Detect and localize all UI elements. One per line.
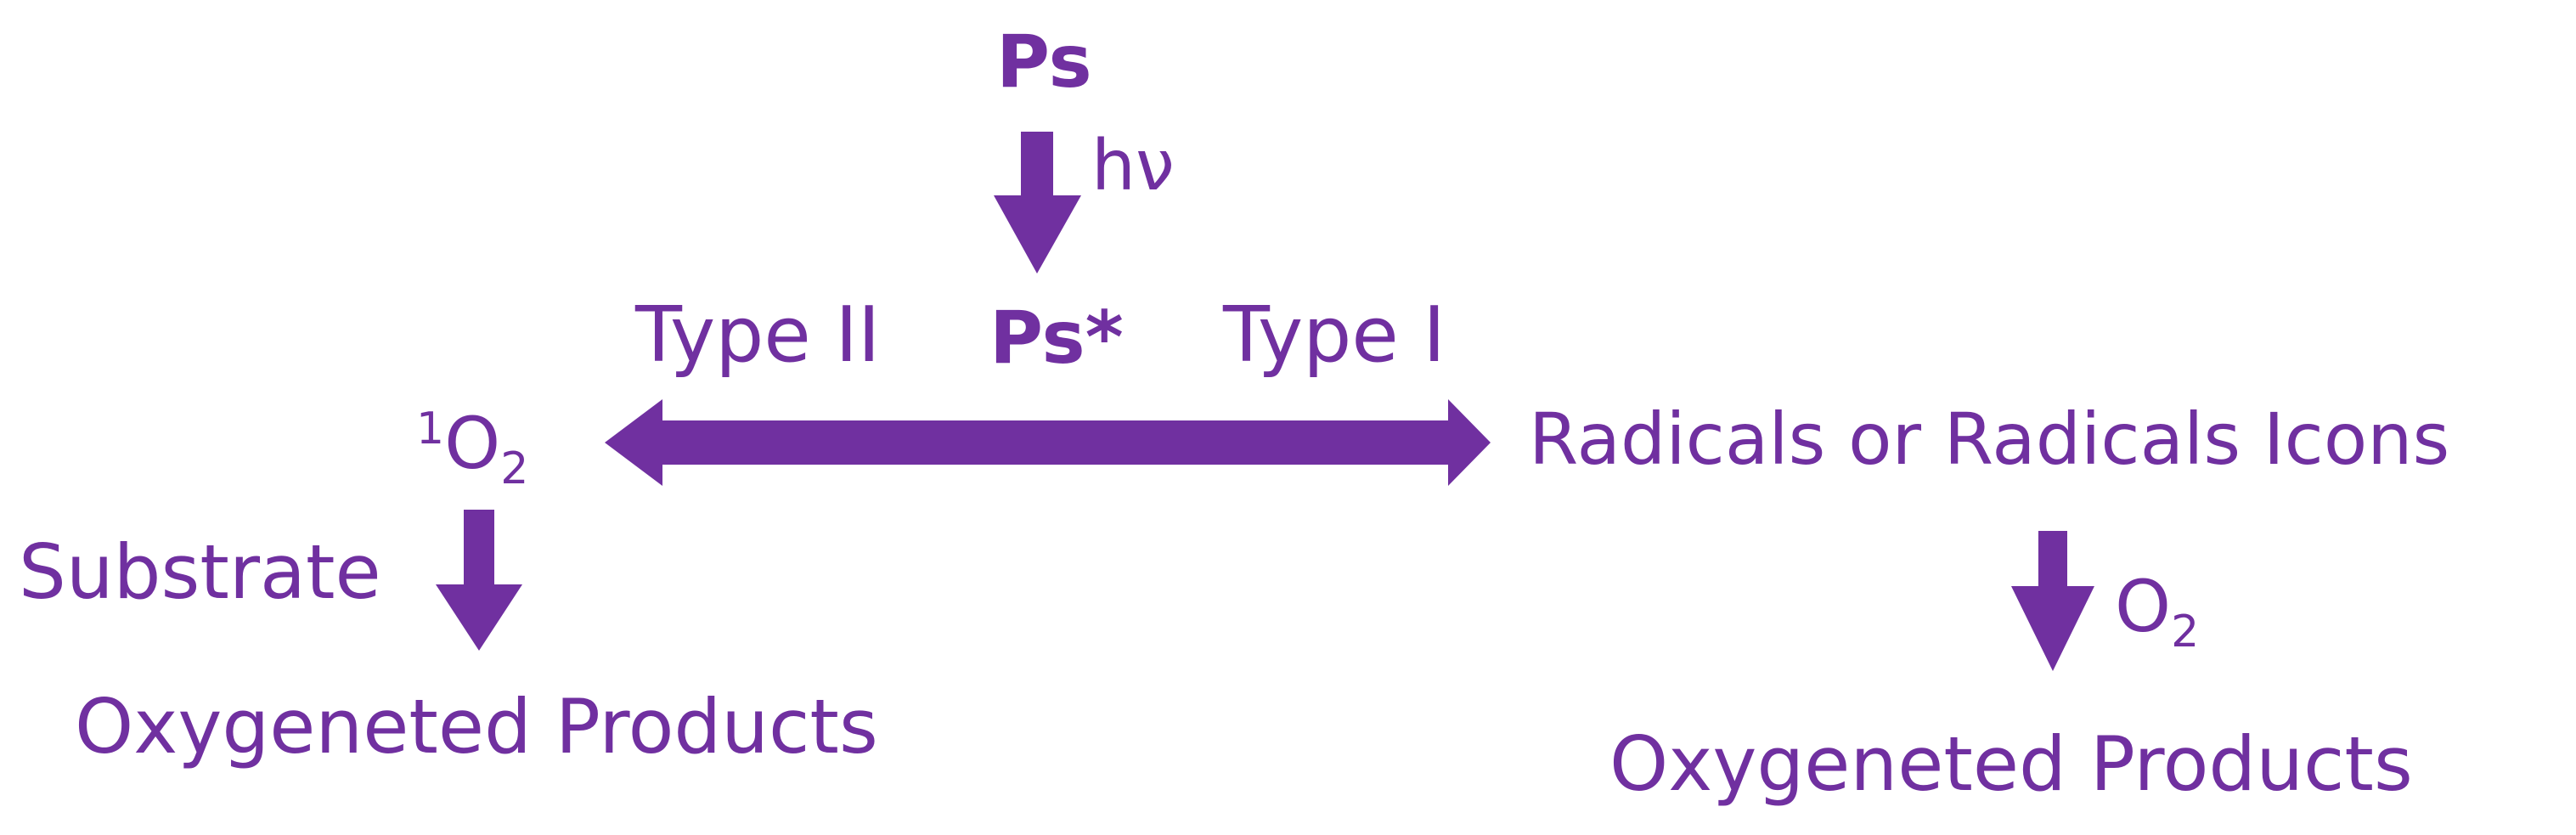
oxygen-label: O2: [2115, 571, 2199, 654]
excitation-arrow: [994, 132, 1081, 274]
substrate-arrow: [436, 510, 522, 651]
ps-label: Ps: [996, 20, 1092, 104]
singlet-oxygen-base: O: [444, 402, 501, 485]
ps-excited-label: Ps*: [989, 296, 1124, 381]
substrate-label: Substrate: [19, 528, 381, 616]
center-tick: [1026, 459, 1063, 464]
left-products-label: Oxygeneted Products: [75, 683, 878, 770]
type-i-label: Type I: [1223, 291, 1446, 380]
hv-label: hν: [1091, 126, 1175, 206]
radicals-label: Radicals or Radicals Icons: [1529, 398, 2450, 481]
oxygen-arrow: [2011, 531, 2094, 671]
singlet-oxygen-subscript: 2: [500, 443, 529, 495]
oxygen-subscript: 2: [2171, 607, 2200, 658]
type-double-arrow: [605, 399, 1491, 486]
singlet-oxygen-label: 1O2: [416, 407, 528, 491]
right-products-label: Oxygeneted Products: [1609, 720, 2413, 808]
type-ii-label: Type II: [635, 291, 881, 380]
singlet-oxygen-superscript: 1: [416, 403, 445, 455]
oxygen-base: O: [2115, 565, 2172, 648]
